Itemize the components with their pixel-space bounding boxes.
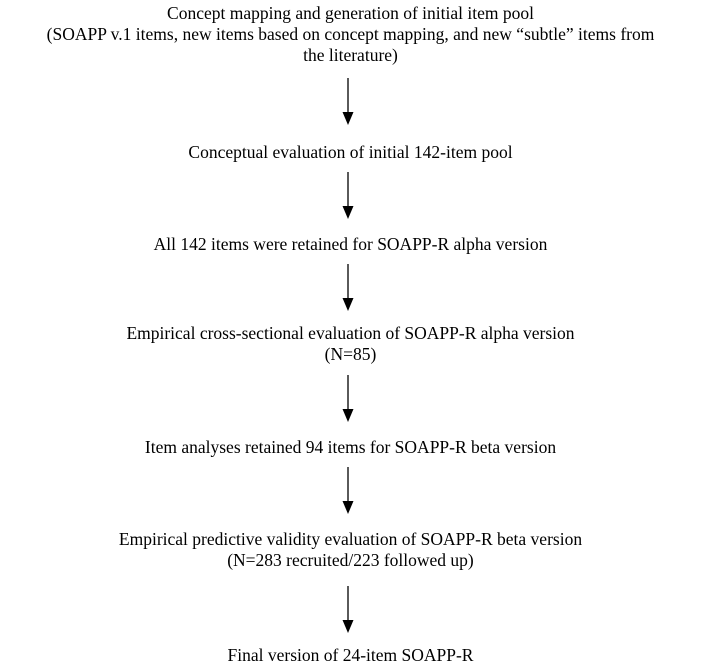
arrow-down-icon [341, 586, 355, 633]
step-alpha-version-retained: All 142 items were retained for SOAPP-R … [0, 234, 701, 255]
arrow-down-icon [341, 172, 355, 219]
step-cross-sectional-evaluation: Empirical cross-sectional evaluation of … [0, 323, 701, 365]
step-text-line: All 142 items were retained for SOAPP-R … [153, 234, 548, 254]
arrow-down-icon [341, 375, 355, 422]
step-text-line: Concept mapping and generation of initia… [167, 3, 534, 23]
step-final-version: Final version of 24-item SOAPP-R [0, 645, 701, 666]
step-concept-mapping: Concept mapping and generation of initia… [0, 3, 701, 66]
step-predictive-validity-evaluation: Empirical predictive validity evaluation… [0, 529, 701, 571]
arrow-down-icon [341, 264, 355, 311]
step-text-line: (N=85) [324, 344, 377, 364]
step-text-line: Item analyses retained 94 items for SOAP… [144, 437, 557, 457]
arrow-down-icon [341, 467, 355, 514]
step-text-line: (SOAPP v.1 items, new items based on con… [46, 24, 655, 44]
step-text-line: Empirical cross-sectional evaluation of … [126, 323, 575, 343]
step-text-line: Conceptual evaluation of initial 142-ite… [188, 142, 513, 162]
arrow-down-icon [341, 78, 355, 125]
step-text-line: the literature) [303, 45, 398, 65]
step-text-line: Empirical predictive validity evaluation… [118, 529, 583, 549]
step-item-analyses: Item analyses retained 94 items for SOAP… [0, 437, 701, 458]
step-conceptual-evaluation: Conceptual evaluation of initial 142-ite… [0, 142, 701, 163]
step-text-line: (N=283 recruited/223 followed up) [227, 550, 474, 570]
step-text-line: Final version of 24-item SOAPP-R [227, 645, 474, 665]
